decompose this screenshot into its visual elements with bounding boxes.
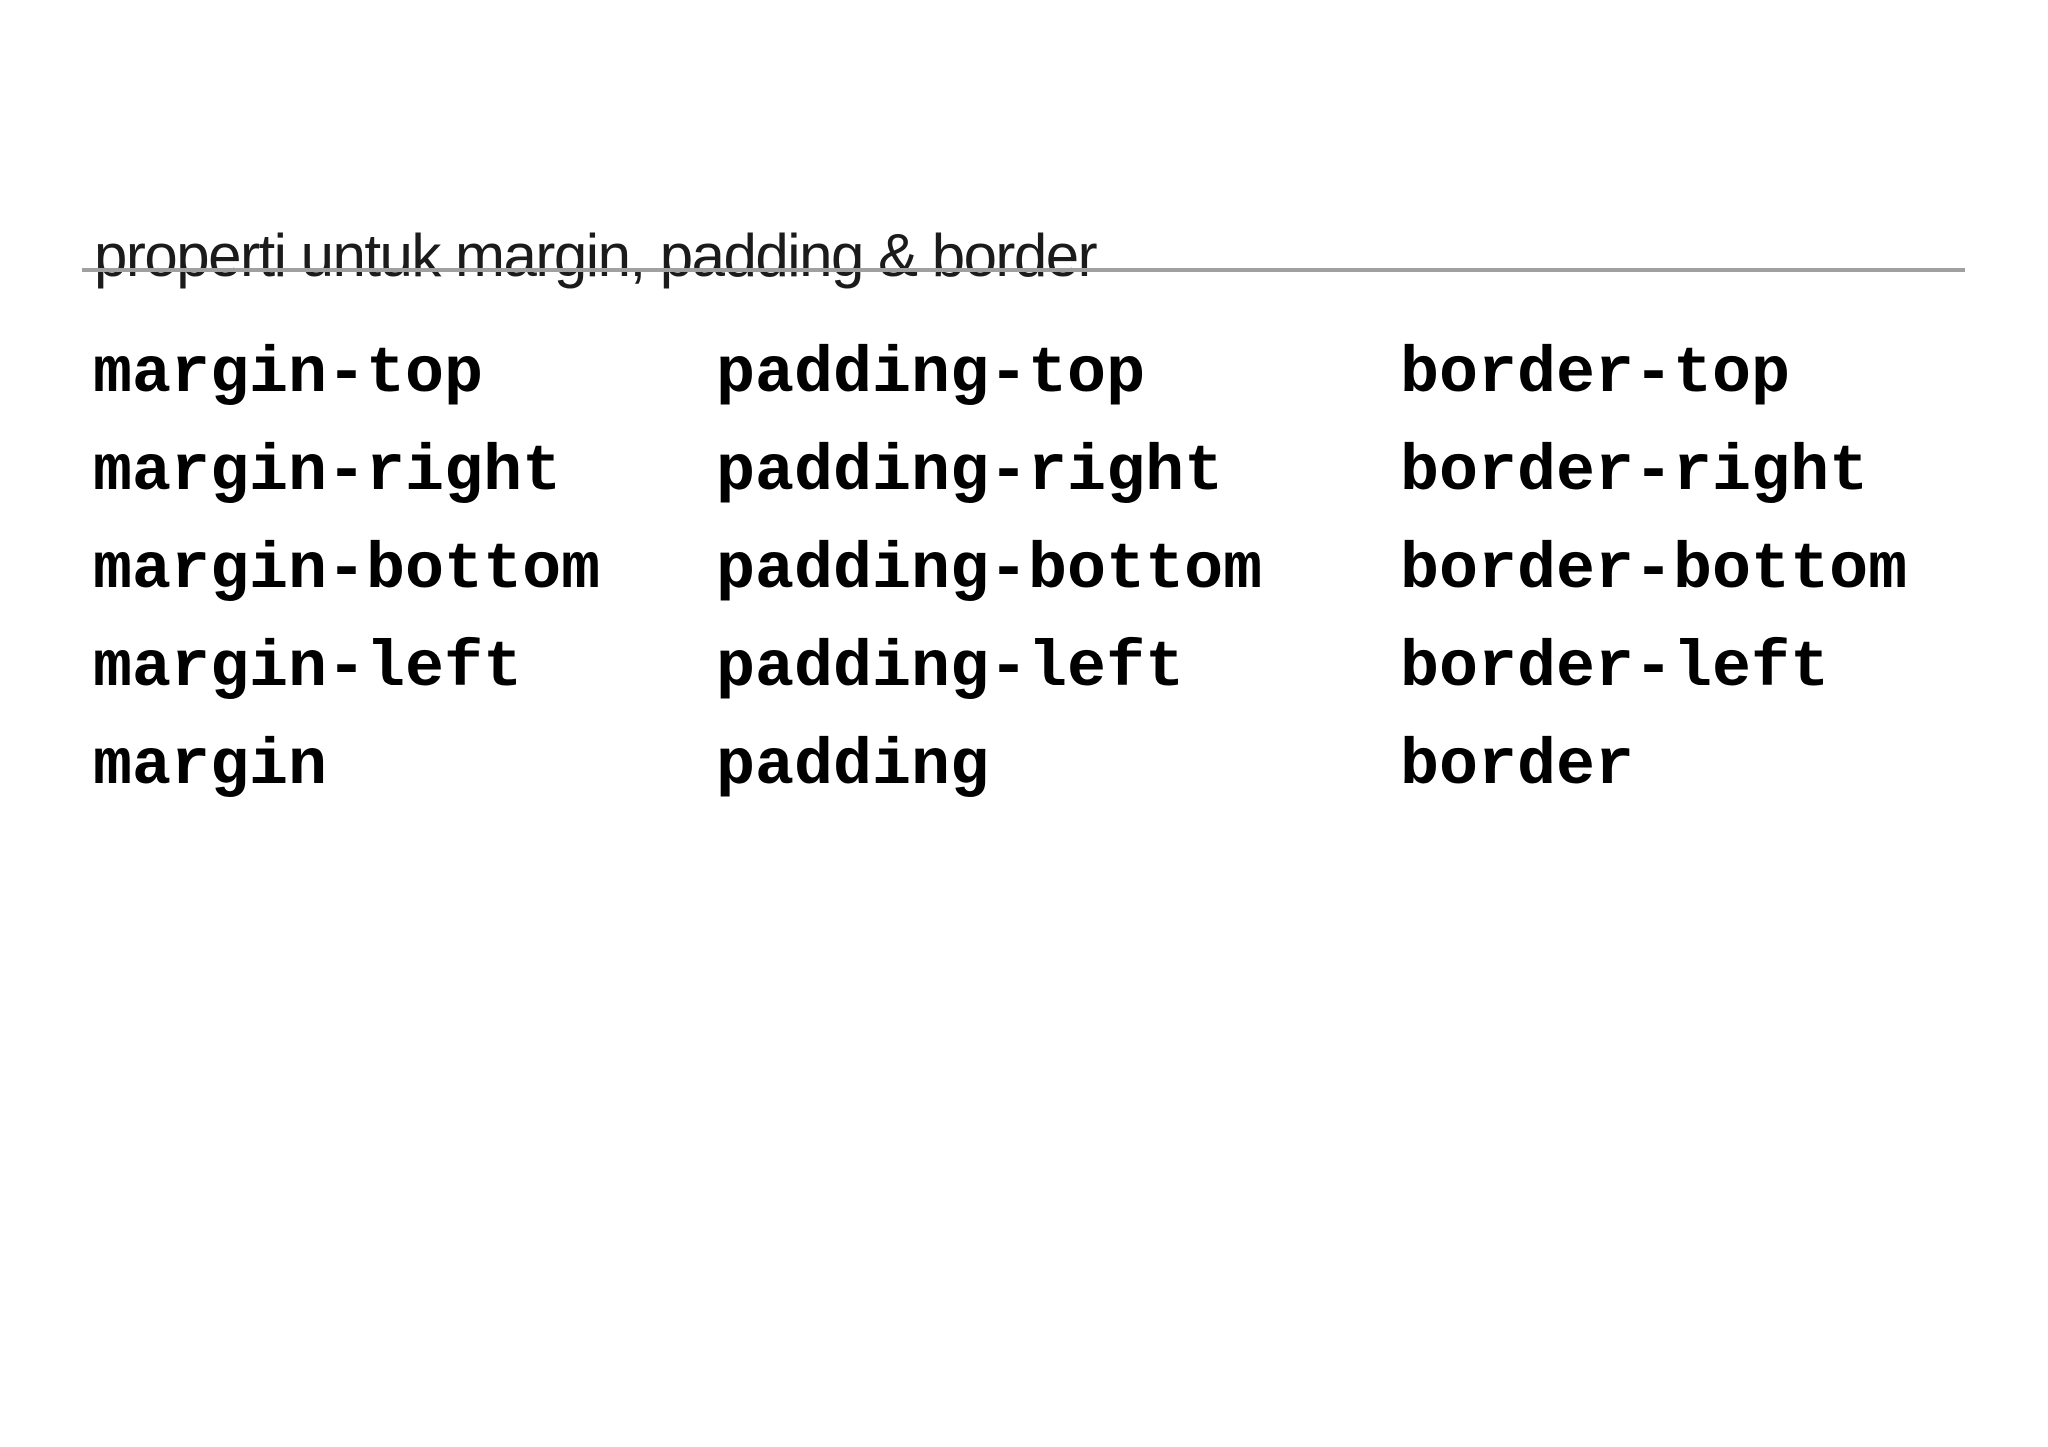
property-margin-left: margin-left xyxy=(93,630,523,705)
property-padding-left: padding-left xyxy=(716,630,1185,705)
property-margin-bottom: margin-bottom xyxy=(93,532,601,607)
property-border-left: border-left xyxy=(1400,630,1830,705)
margin-properties-column: margin-top margin-right margin-bottom ma… xyxy=(93,325,600,815)
property-padding-bottom: padding-bottom xyxy=(716,532,1263,607)
property-padding: padding xyxy=(716,728,990,803)
border-properties-column: border-top border-right border-bottom bo… xyxy=(1400,325,1907,815)
property-border-bottom: border-bottom xyxy=(1400,532,1908,607)
property-margin-top: margin-top xyxy=(93,336,484,411)
property-border: border xyxy=(1400,728,1635,803)
property-border-top: border-top xyxy=(1400,336,1791,411)
title-divider xyxy=(82,268,1965,272)
property-margin-right: margin-right xyxy=(93,434,562,509)
property-border-right: border-right xyxy=(1400,434,1869,509)
padding-properties-column: padding-top padding-right padding-bottom… xyxy=(716,325,1262,815)
property-padding-right: padding-right xyxy=(716,434,1224,509)
property-padding-top: padding-top xyxy=(716,336,1146,411)
property-margin: margin xyxy=(93,728,328,803)
page-title: properti untuk margin, padding & border xyxy=(94,222,1098,290)
